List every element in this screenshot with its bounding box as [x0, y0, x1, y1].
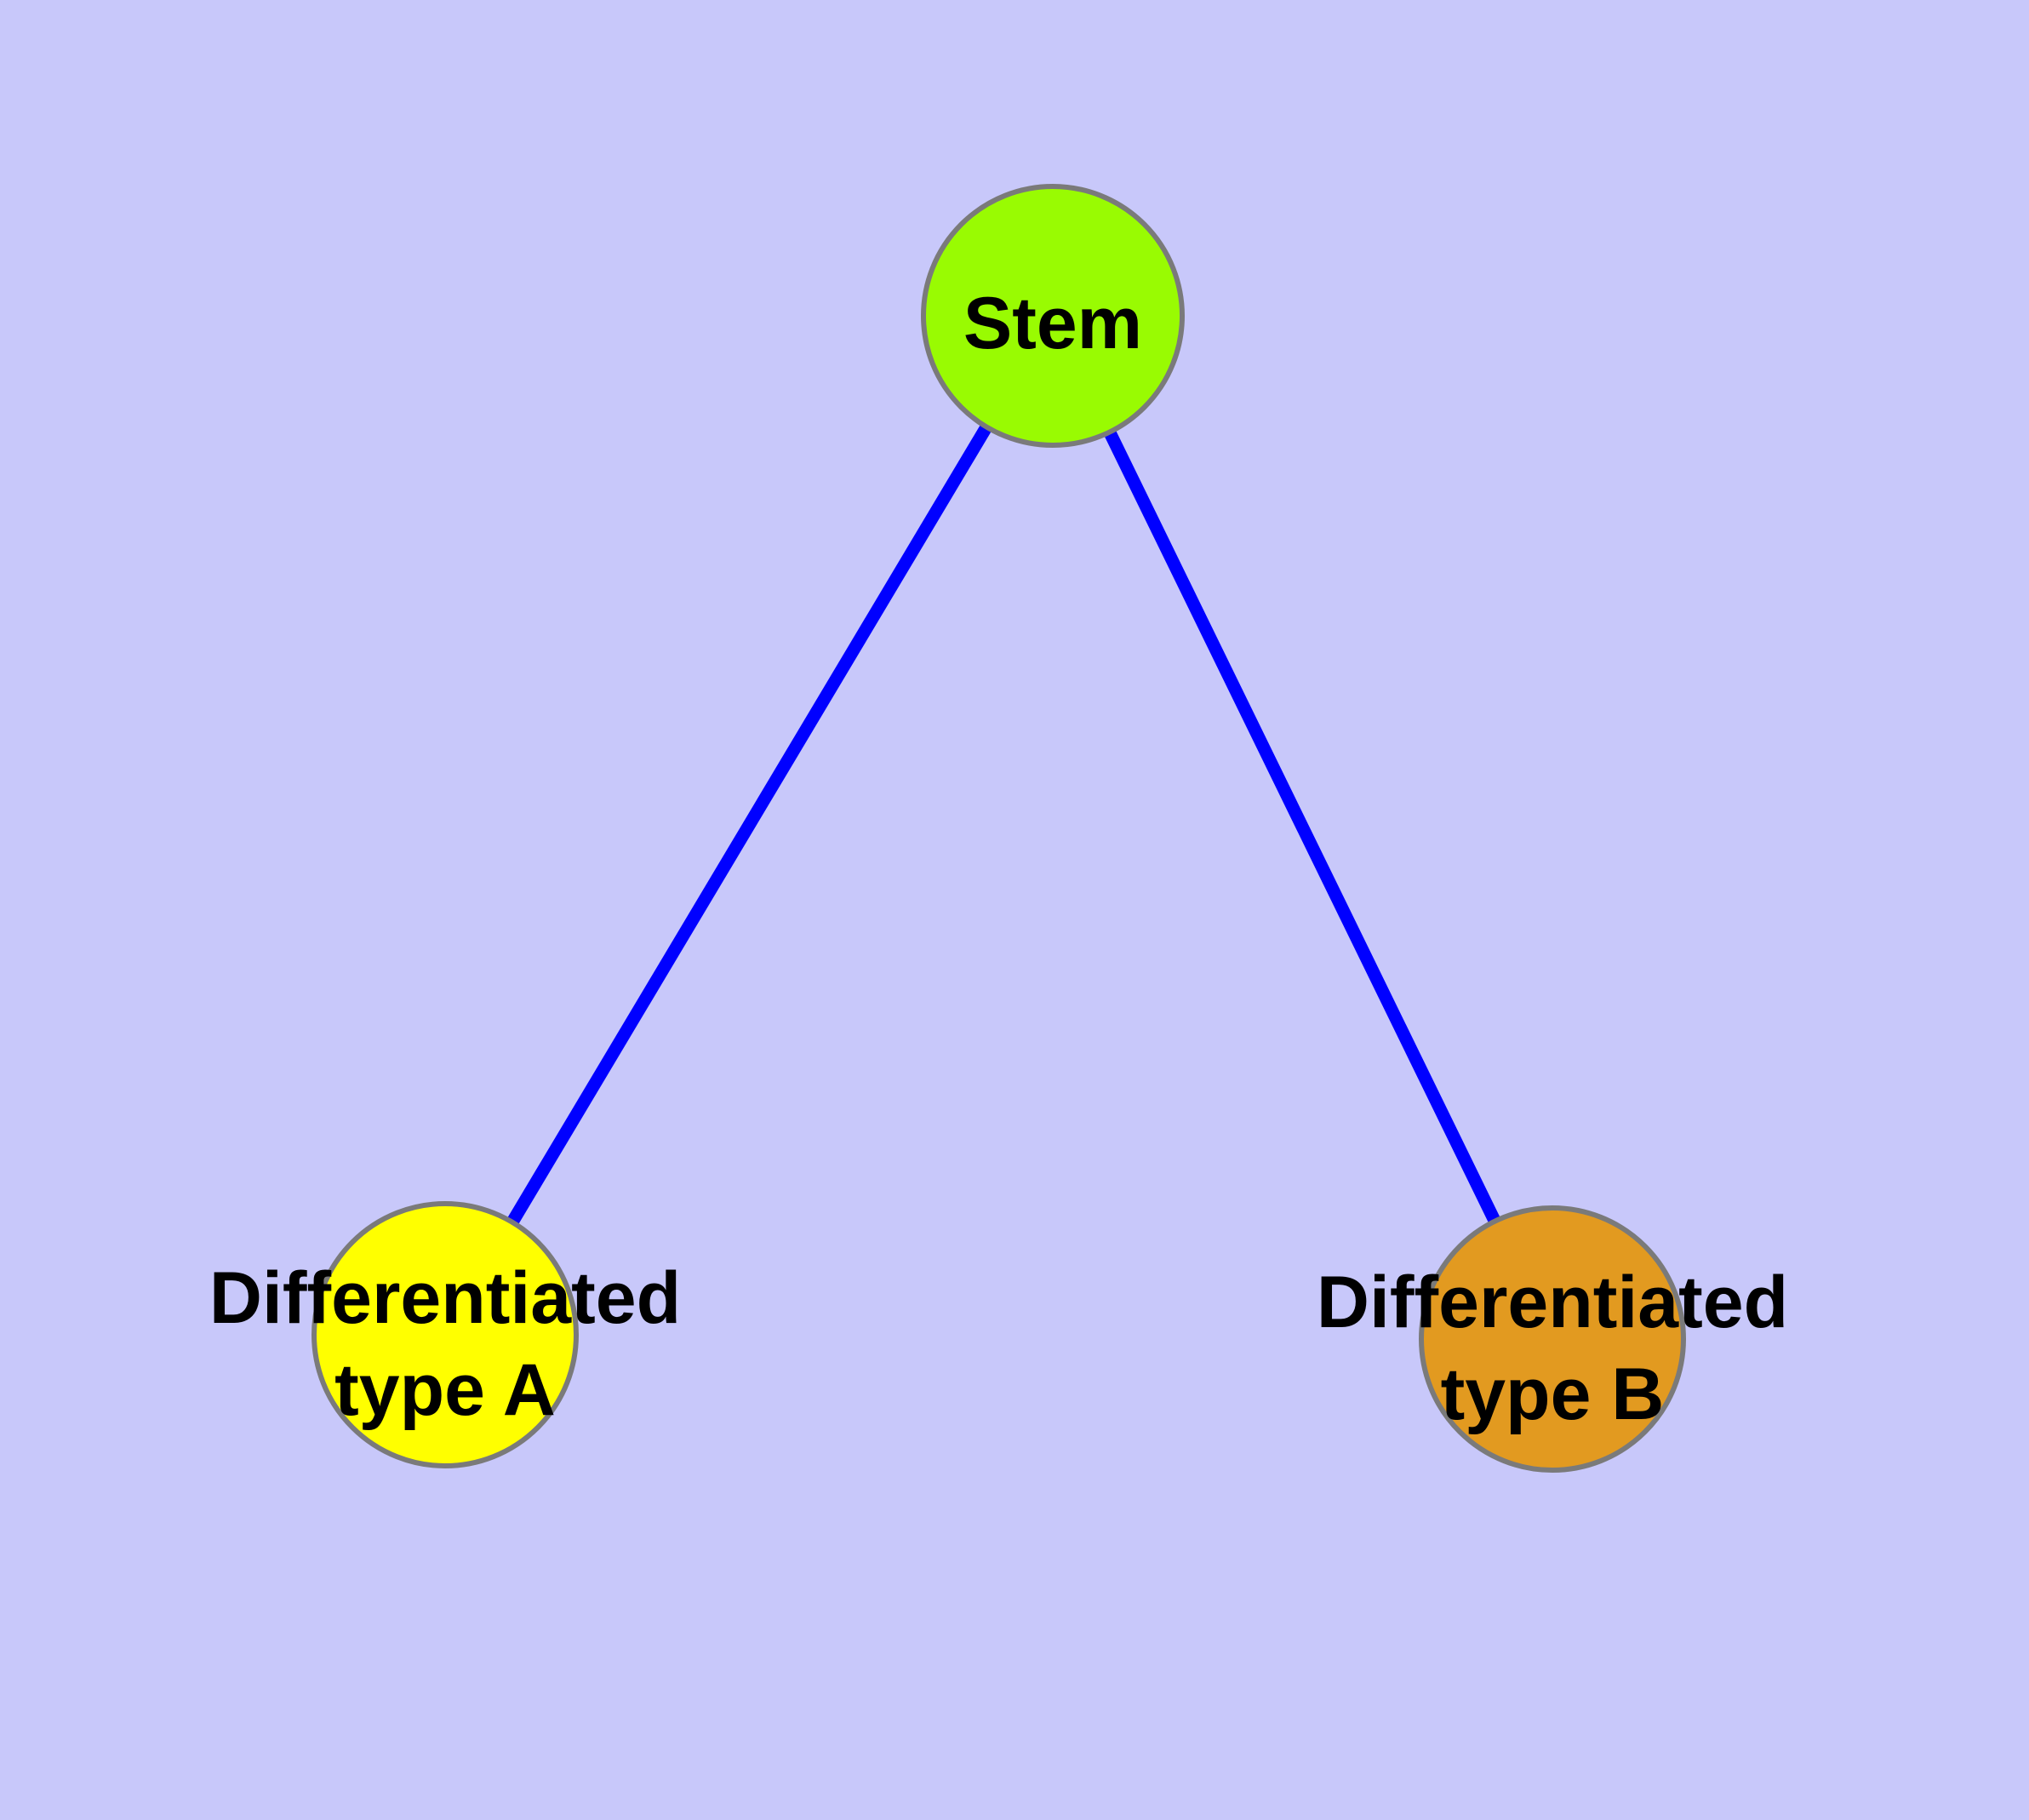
edge-stem-to-type-a — [439, 312, 1059, 1338]
node-type-a-label-line2: type A — [334, 1349, 556, 1431]
node-stem-label: Stem — [963, 283, 1142, 364]
node-differentiated-type-b — [1419, 1205, 1686, 1473]
edge-stem-to-type-b — [1047, 312, 1558, 1342]
node-stem — [921, 184, 1185, 448]
node-type-b-label-line1: Differentiated — [1317, 1262, 1788, 1343]
node-type-b-label-line2: type B — [1441, 1354, 1665, 1435]
node-differentiated-type-a — [311, 1201, 579, 1468]
node-type-a-label-line1: Differentiated — [209, 1257, 681, 1339]
